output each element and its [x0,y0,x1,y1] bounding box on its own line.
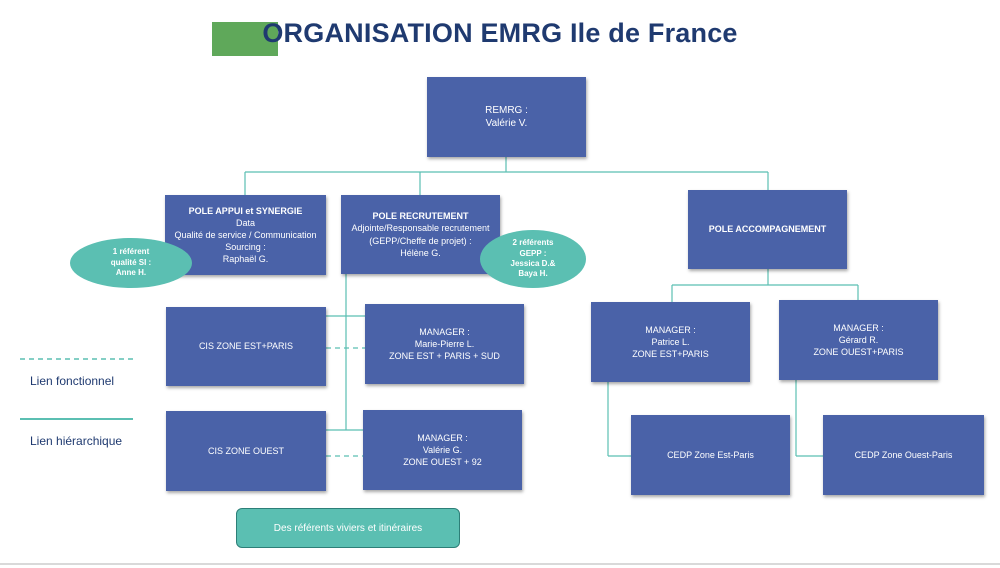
pole-recrutement-title: POLE RECRUTEMENT [372,211,469,222]
legend-functional-label: Lien fonctionnel [30,374,115,388]
title-accent-text: OR [262,18,304,48]
cedp-est-label: CEDP Zone Est-Paris [667,449,754,460]
referent-si-line1: 1 référent [112,247,150,257]
pole-recrutement-box: POLE RECRUTEMENT Adjointe/Responsable re… [341,195,500,274]
pole-recrutement-line1: Adjointe/Responsable recrutement [351,223,490,234]
manager-marie-zone: ZONE EST + PARIS + SUD [389,351,500,362]
referents-viviers-tag: Des référents viviers et itinéraires [236,508,460,548]
manager-valerie-role: MANAGER : [417,432,468,443]
pole-appui-line3: Sourcing : [225,242,266,253]
title-rest-text: GANISATION EMRG Ile de France [303,18,738,48]
referent-si-line3: Anne H. [115,268,147,278]
referent-si-callout: 1 référent qualité SI : Anne H. [70,238,192,288]
pole-appui-line4: Raphaël G. [222,254,269,265]
referents-gepp-line1: 2 référents [512,238,554,248]
manager-marie-role: MANAGER : [419,326,470,337]
manager-valerie-box: MANAGER : Valérie G. ZONE OUEST + 92 [363,410,522,490]
remrg-name: Valérie V. [485,118,528,129]
manager-patrice-name: Patrice L. [651,336,690,347]
manager-patrice-zone: ZONE EST+PARIS [632,349,709,360]
manager-gerard-role: MANAGER : [833,322,884,333]
referents-gepp-line2: GEPP : [519,248,547,258]
manager-gerard-zone: ZONE OUEST+PARIS [813,347,904,358]
cis-ouest-label: CIS ZONE OUEST [207,445,284,456]
remrg-box: REMRG : Valérie V. [427,77,586,157]
pole-accompagnement-box: POLE ACCOMPAGNEMENT [688,190,847,269]
bottom-divider [0,563,1000,565]
manager-marie-box: MANAGER : Marie-Pierre L. ZONE EST + PAR… [365,304,524,384]
pole-appui-line1: Data [235,217,255,228]
pole-recrutement-line2: (GEPP/Cheffe de projet) : [369,235,472,246]
manager-patrice-role: MANAGER : [645,324,696,335]
manager-marie-name: Marie-Pierre L. [414,338,475,349]
referent-si-line2: qualité SI : [110,257,152,267]
cis-est-box: CIS ZONE EST+PARIS [166,307,326,386]
cedp-ouest-box: CEDP Zone Ouest-Paris [823,415,984,495]
legend-hierarchical-label: Lien hiérarchique [30,434,123,448]
page-title: ORGANISATION EMRG Ile de France [0,18,1000,49]
pole-recrutement-line3: Hélène G. [400,247,441,258]
manager-patrice-box: MANAGER : Patrice L. ZONE EST+PARIS [591,302,750,382]
manager-gerard-box: MANAGER : Gérard R. ZONE OUEST+PARIS [779,300,938,380]
cedp-ouest-label: CEDP Zone Ouest-Paris [854,449,953,460]
referents-gepp-line4: Baya H. [518,269,548,279]
cis-est-label: CIS ZONE EST+PARIS [198,341,294,352]
referents-gepp-callout: 2 référents GEPP : Jessica D.& Baya H. [480,230,586,288]
manager-valerie-name: Valérie G. [422,444,463,455]
remrg-role: REMRG : [485,104,528,116]
pole-appui-line2: Qualité de service / Communication [174,229,317,240]
manager-gerard-name: Gérard R. [838,334,879,345]
referents-gepp-line3: Jessica D.& [510,259,556,268]
pole-accompagnement-title: POLE ACCOMPAGNEMENT [708,224,827,235]
cedp-est-box: CEDP Zone Est-Paris [631,415,790,495]
manager-valerie-zone: ZONE OUEST + 92 [403,457,482,468]
title-highlight [212,22,278,56]
pole-appui-title: POLE APPUI et SYNERGIE [188,205,303,216]
cis-ouest-box: CIS ZONE OUEST [166,411,326,491]
